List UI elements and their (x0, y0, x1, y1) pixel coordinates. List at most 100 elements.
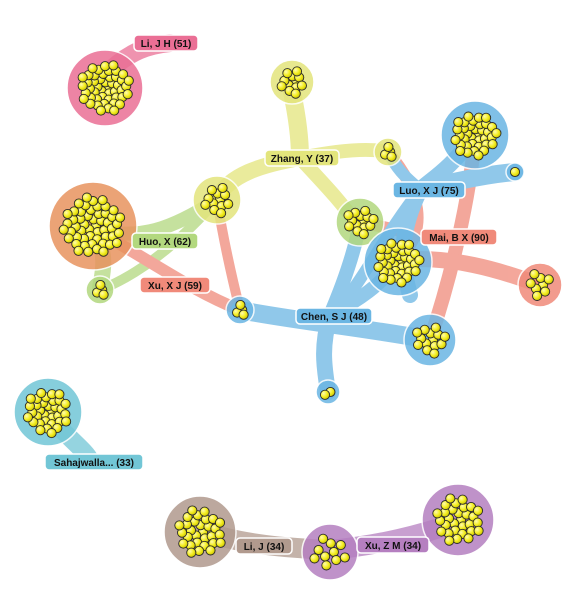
node-dot (95, 105, 106, 116)
node-dot (46, 428, 57, 439)
cluster-center-b-nodes (373, 238, 425, 288)
node-dot (58, 224, 69, 235)
node-dot (109, 105, 120, 116)
node-dot (436, 526, 447, 537)
node-dot (77, 80, 88, 91)
node-dot (313, 544, 324, 556)
node-dot (178, 538, 189, 549)
node-dot (383, 141, 394, 153)
node-dot (373, 262, 384, 273)
node-dot (216, 208, 227, 219)
node-dot (217, 182, 228, 194)
cluster-labels: Li, J H (51) Zhang, Y (37) Luo, X J (75)… (44, 34, 498, 555)
label-chen-sj[interactable]: Chen, S J (48) (295, 307, 373, 325)
label-huo-x[interactable]: Huo, X (62) (131, 232, 199, 250)
svg-text:Xu, X J (59): Xu, X J (59) (148, 281, 202, 292)
node-dot (525, 278, 536, 289)
node-dot (509, 166, 521, 178)
node-dot (98, 289, 109, 300)
node-dot (108, 205, 119, 216)
svg-text:Mai, B X (90): Mai, B X (90) (429, 233, 488, 244)
node-dot (412, 327, 423, 338)
node-dot (463, 533, 474, 544)
node-dot (429, 348, 440, 359)
cluster-zhang-left-nodes (200, 182, 234, 219)
node-dot (473, 150, 484, 161)
node-dot (291, 66, 303, 77)
node-dot (199, 506, 210, 517)
node-dot (343, 210, 354, 221)
node-dot (473, 525, 484, 536)
cluster-chen-left-nodes (232, 299, 249, 320)
node-dot (123, 75, 134, 86)
label-xu-zm[interactable]: Xu, Z M (34) (356, 536, 430, 554)
label-xu-xj[interactable]: Xu, X J (59) (139, 276, 211, 294)
node-dot (25, 393, 36, 404)
svg-text:Xu, Z M (34): Xu, Z M (34) (365, 541, 421, 552)
label-zhang-y[interactable]: Zhang, Y (37) (264, 149, 340, 167)
cluster-luo-main-nodes (450, 111, 502, 161)
node-dot (453, 117, 464, 128)
node-dot (455, 145, 466, 157)
node-dot (368, 213, 379, 225)
node-dot (205, 545, 216, 556)
node-dot (450, 135, 461, 146)
label-li-jh[interactable]: Li, J H (51) (133, 34, 199, 52)
label-li-j[interactable]: Li, J (34) (235, 537, 293, 555)
node-dot (206, 185, 217, 196)
label-mai-bx[interactable]: Mai, B X (90) (420, 228, 498, 246)
cluster-sahajwalla-nodes (22, 388, 72, 439)
cluster-xu-zm-small-nodes (309, 533, 350, 571)
node-dot (238, 309, 249, 320)
node-dot (481, 112, 492, 123)
cluster-li-j-nodes (174, 505, 226, 558)
node-dot (444, 535, 455, 546)
node-dot (36, 388, 47, 399)
node-dot (344, 221, 355, 232)
node-dot (529, 269, 540, 280)
node-dot (187, 505, 198, 516)
node-dot (296, 80, 307, 91)
node-dot (360, 205, 371, 216)
node-dot (386, 238, 397, 249)
label-luo-xj[interactable]: Luo, X J (75) (392, 181, 466, 199)
node-dot (309, 553, 320, 564)
node-dot (487, 139, 498, 150)
node-dot (115, 212, 126, 223)
node-dot (63, 233, 74, 244)
node-dot (532, 290, 543, 301)
node-dot (376, 244, 387, 255)
node-dot (457, 494, 468, 505)
node-dot (235, 299, 246, 311)
node-dot (410, 266, 421, 277)
node-dot (114, 99, 125, 110)
node-dot (200, 199, 211, 210)
node-dot (386, 151, 397, 162)
svg-text:Li, J (34): Li, J (34) (244, 542, 285, 553)
cluster-chen-bottom-nodes (319, 386, 336, 400)
node-clusters (22, 60, 554, 571)
node-dot (413, 339, 424, 350)
node-dot (118, 69, 129, 80)
cluster-luo-single-nodes (509, 166, 521, 178)
node-dot (325, 538, 336, 549)
svg-text:Sahajwalla... (33): Sahajwalla... (33) (54, 458, 134, 469)
label-sahajwalla[interactable]: Sahajwalla... (33) (44, 453, 144, 471)
node-dot (61, 416, 72, 427)
node-dot (358, 229, 369, 240)
node-dot (73, 245, 84, 256)
node-dot (439, 331, 451, 342)
node-dot (87, 63, 98, 74)
node-dot (98, 246, 109, 257)
node-dot (113, 228, 124, 239)
cluster-center-a-nodes (343, 205, 379, 240)
node-dot (430, 322, 441, 333)
node-dot (97, 195, 108, 206)
node-dot (223, 199, 234, 210)
node-dot (54, 389, 65, 400)
cluster-huo-small-nodes (92, 279, 109, 300)
node-dot (214, 517, 226, 528)
node-dot (414, 255, 425, 266)
node-dot (95, 279, 106, 291)
node-dot (122, 89, 133, 100)
